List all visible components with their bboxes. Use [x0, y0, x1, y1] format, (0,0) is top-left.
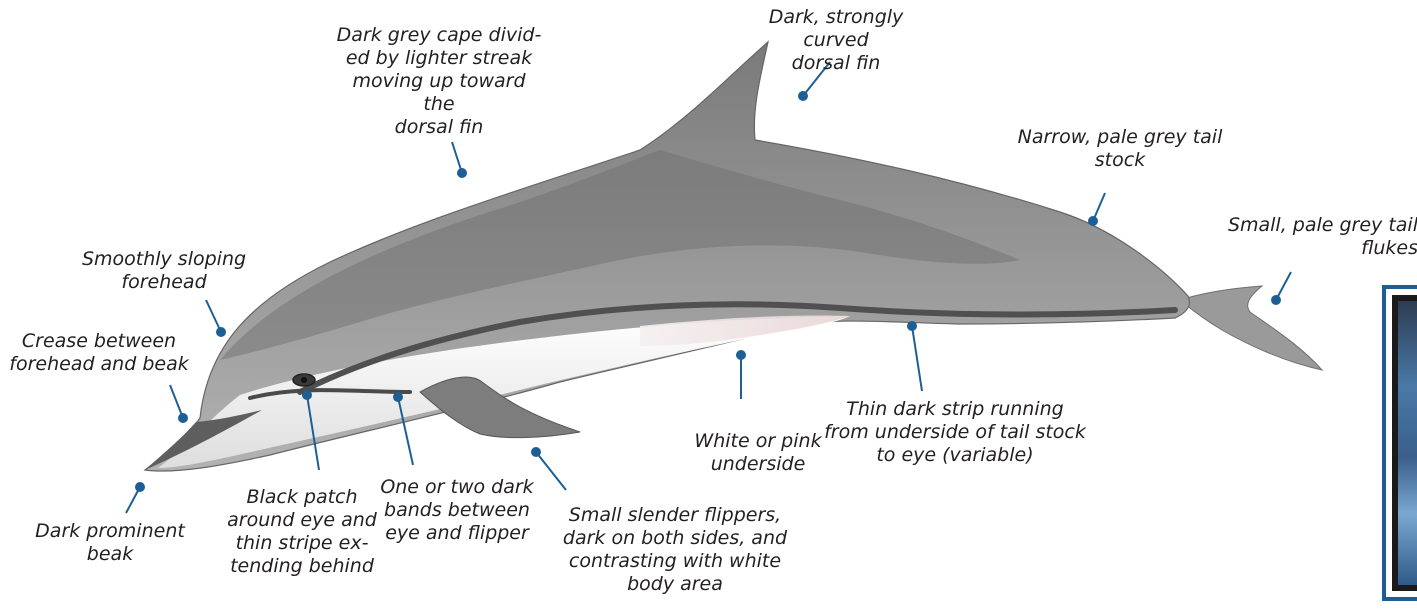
- label-underside: White or pink underside: [678, 430, 838, 476]
- leader-flippers: [536, 452, 566, 490]
- label-dorsal-fin: Dark, strongly curved dorsal fin: [738, 6, 934, 75]
- inset-photo: [1392, 295, 1417, 591]
- label-beak: Dark prominent beak: [22, 520, 198, 566]
- leader-dark-strip: [912, 326, 922, 391]
- label-flippers: Small slender flippers, dark on both sid…: [558, 504, 792, 596]
- leader-forehead: [206, 300, 221, 332]
- label-bands: One or two dark bands between eye and fl…: [378, 476, 536, 545]
- leader-crease: [170, 385, 183, 418]
- tail-flukes: [1180, 286, 1322, 370]
- label-flukes: Small, pale grey tail flukes: [1226, 214, 1417, 260]
- label-tail-stock: Narrow, pale grey tail stock: [1014, 126, 1226, 172]
- label-dark-strip: Thin dark strip running from underside o…: [822, 398, 1088, 467]
- label-eye-patch: Black patch around eye and thin stripe e…: [220, 486, 384, 578]
- inset-photo-frame: [1382, 285, 1417, 601]
- label-forehead: Smoothly sloping forehead: [74, 248, 254, 294]
- label-cape: Dark grey cape divid- ed by lighter stre…: [336, 24, 542, 139]
- label-crease: Crease between forehead and beak: [6, 330, 192, 376]
